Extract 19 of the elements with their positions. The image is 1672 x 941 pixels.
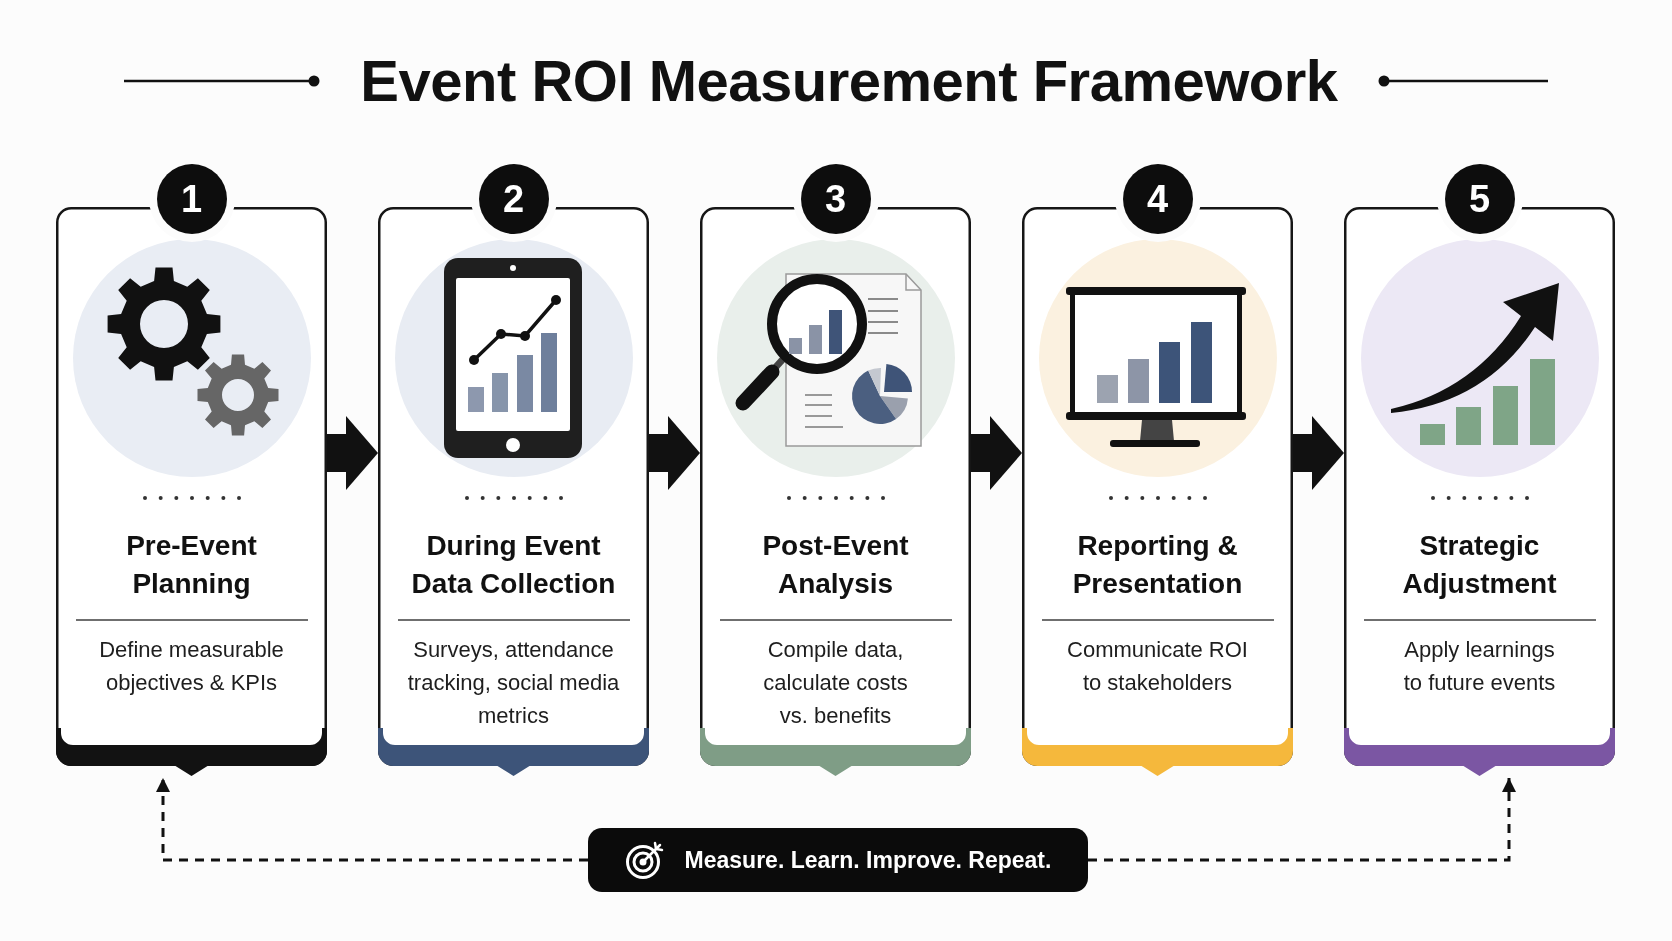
motto-text: Measure. Learn. Improve. Repeat. xyxy=(684,846,1052,875)
step-title: Pre-Event Planning xyxy=(125,529,258,601)
step-description: Communicate ROI to stakeholders xyxy=(1066,636,1249,697)
block-arrow xyxy=(649,416,700,490)
dashed-arrow xyxy=(156,778,588,862)
step-title: Post-Event Analysis xyxy=(761,529,910,601)
block-arrow xyxy=(971,416,1022,490)
diagram-title: Event ROI Measurement Framework xyxy=(360,47,1338,115)
step-description: Compile data, calculate costs vs. benefits xyxy=(762,636,909,730)
block-arrow xyxy=(327,416,378,490)
dashed-arrow xyxy=(1088,778,1516,862)
block-arrow xyxy=(1293,416,1344,490)
step-description: Define measurable objectives & KPIs xyxy=(98,636,285,697)
step-description: Surveys, attendance tracking, social media metrics xyxy=(406,636,621,730)
step-title: Reporting & Presentation xyxy=(1071,529,1244,601)
step-title: Strategic Adjustment xyxy=(1401,529,1558,601)
step-title: During Event Data Collection xyxy=(410,529,617,601)
step-description: Apply learnings to future events xyxy=(1402,636,1557,697)
motto-banner xyxy=(588,828,1088,892)
